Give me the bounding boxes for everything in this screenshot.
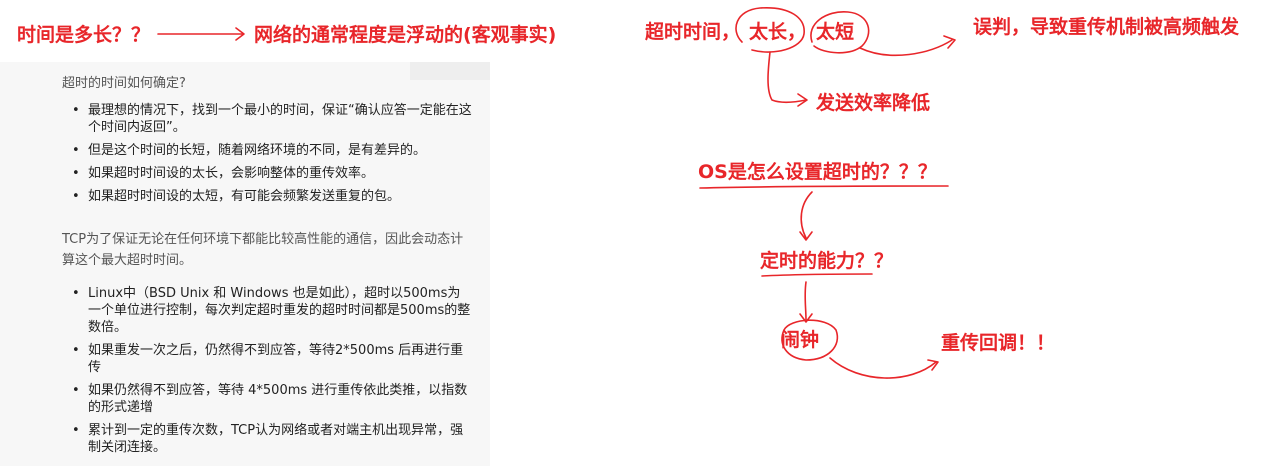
- underline-timer-ability: [761, 273, 873, 277]
- bullet-list-2: Linux中（BSD Unix 和 Windows 也是如此），超时以500ms…: [62, 285, 472, 462]
- annotation-retransmit-callback: 重传回调！！: [941, 332, 1056, 354]
- list-item: 如果重发一次之后，仍然得不到应答，等待2*500ms 后再进行重传: [62, 342, 472, 376]
- arrow-to-network-note: [157, 27, 245, 41]
- list-item: 如果超时时间设的太短，有可能会频繁发送重复的包。: [62, 188, 472, 205]
- list-item: 最理想的情况下，找到一个最小的时间，保证“确认应答一定能在这个时间内返回”。: [62, 102, 472, 136]
- circle-too-short: [810, 11, 870, 54]
- list-item: 但是这个时间的长短，随着网络环境的不同，是有差异的。: [62, 142, 472, 159]
- underline-os-question: [699, 185, 949, 189]
- annotation-too-short: 太短: [816, 21, 855, 43]
- list-item: Linux中（BSD Unix 和 Windows 也是如此），超时以500ms…: [62, 285, 472, 336]
- doc-question: 超时的时间如何确定?: [62, 76, 186, 91]
- arrow-to-efficiency: [767, 51, 808, 107]
- annotation-network-note: 网络的通常程度是浮动的(客观事实): [254, 24, 557, 46]
- arrow-to-retransmit: [829, 357, 939, 379]
- arrow-to-timer-ability: [799, 191, 813, 241]
- arrow-to-alarm: [799, 281, 813, 323]
- annotation-timeout-prefix: 超时时间，: [645, 21, 741, 43]
- circle-too-long: [735, 7, 805, 53]
- list-item: 如果仍然得不到应答，等待 4*500ms 进行重传依此类推，以指数的形式递增: [62, 382, 472, 416]
- list-item: 如果超时时间设的太长，会影响整体的重传效率。: [62, 165, 472, 182]
- bullet-list-1: 最理想的情况下，找到一个最小的时间，保证“确认应答一定能在这个时间内返回”。 但…: [62, 102, 472, 211]
- arrow-to-misjudge: [859, 35, 956, 57]
- annotation-efficiency: 发送效率降低: [816, 92, 931, 114]
- annotation-alarm: 闹钟: [781, 329, 820, 351]
- doc-paragraph: TCP为了保证无论在任何环境下都能比较高性能的通信，因此会动态计算这个最大超时时…: [62, 232, 464, 268]
- panel-shade: [410, 62, 490, 80]
- annotation-timer-ability: 定时的能力？？: [760, 250, 894, 272]
- annotation-misjudge: 误判，导致重传机制被高频触发: [973, 16, 1240, 38]
- annotation-too-long: 太长，: [749, 21, 807, 43]
- annotation-time-question: 时间是多长？？: [17, 24, 151, 46]
- circle-alarm: [781, 319, 839, 361]
- annotation-os-question: OS是怎么设置超时的？？？: [698, 161, 937, 183]
- list-item: 累计到一定的重传次数，TCP认为网络或者对端主机出现异常，强制关闭连接。: [62, 422, 472, 456]
